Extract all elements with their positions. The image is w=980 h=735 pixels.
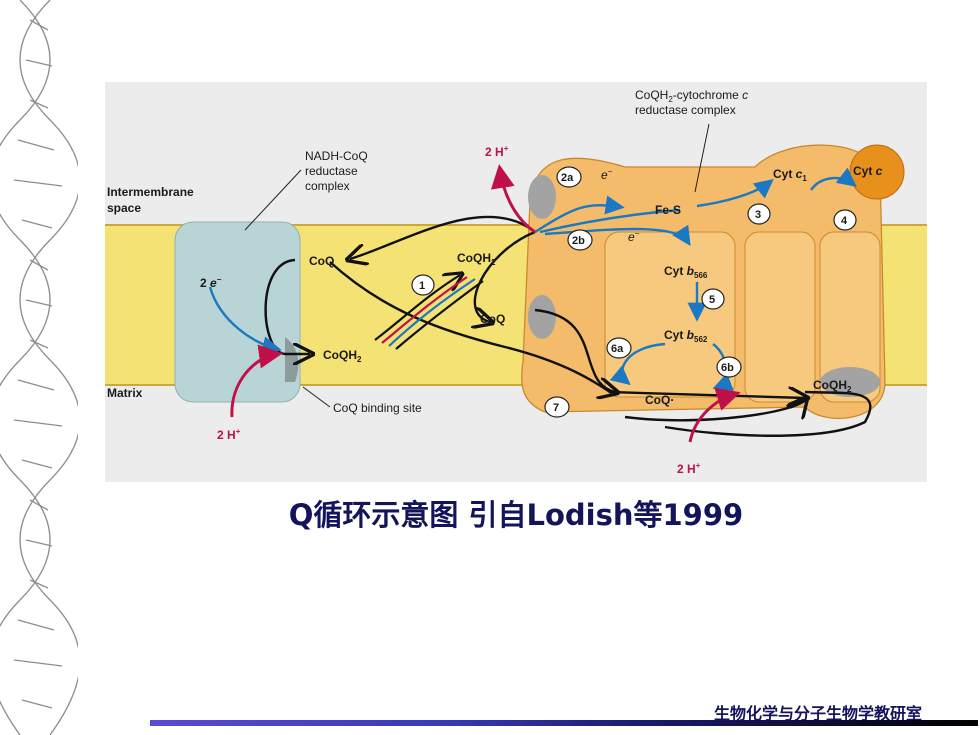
protons-top-label: 2 H+ <box>485 144 509 159</box>
step-5-marker <box>701 288 725 310</box>
protons-bottom-label: 2 H+ <box>677 461 701 476</box>
figure-caption: Q循环示意图 引自Lodish等1999 <box>288 498 744 532</box>
protons-left-label: 2 H+ <box>217 427 241 442</box>
matrix-label: Matrix <box>107 386 143 400</box>
step-7-label: 7 <box>553 402 559 414</box>
step-2b-label: 2b <box>572 235 585 247</box>
coqh2-label-a: CoQH2 <box>457 251 496 267</box>
step-2b-marker <box>567 229 593 251</box>
coq-semiquinone-label: CoQ· <box>645 393 674 407</box>
coqh2-label-b: CoQH2 <box>323 348 362 364</box>
intermembrane-label: Intermembrane <box>107 185 194 199</box>
cyt-c-label: Cyt c <box>853 164 883 178</box>
step-6a-label: 6a <box>611 343 624 355</box>
electron-2a-label: e− <box>601 167 613 182</box>
step-4-label: 4 <box>841 215 848 227</box>
step-1-label: 1 <box>419 280 425 292</box>
coq-binding-site <box>285 337 299 382</box>
coq-label-b: CoQ <box>480 312 505 326</box>
department-footer: 生物化学与分子生物学教研室 <box>713 704 922 723</box>
step-7-marker <box>544 396 570 418</box>
step-1-marker <box>411 274 435 296</box>
step-3-marker <box>747 203 771 225</box>
coq-label-a: CoQ <box>309 254 334 268</box>
step-2a-label: 2a <box>561 172 574 184</box>
q-cycle-diagram: 1 2a 2b 3 4 5 6a 6b 7 Intermembrane spac… <box>105 82 927 482</box>
step-6b-marker <box>716 356 742 378</box>
footer-gradient-bar <box>150 720 978 726</box>
complex-iii-label-2: reductase complex <box>635 103 736 117</box>
dna-helix-decoration <box>0 0 78 735</box>
nadh-label-3: complex <box>305 179 350 193</box>
step-2a-marker <box>556 166 582 188</box>
nadh-label-1: NADH-CoQ <box>305 149 368 163</box>
cyt-c1-label: Cyt c1 <box>773 167 807 183</box>
cyt-b562-label: Cyt b562 <box>664 328 708 344</box>
step-6a-marker <box>606 337 632 359</box>
binding-site-label: CoQ binding site <box>333 401 422 415</box>
complex-iii-label-1: CoQH2-cytochrome c <box>635 88 748 104</box>
coqh2-label-c: CoQH2 <box>813 378 852 394</box>
electron-2b-label: e− <box>628 229 640 244</box>
space-label: space <box>107 201 141 215</box>
cyt-b566-label: Cyt b566 <box>664 264 708 280</box>
two-electrons-label: 2 e− <box>200 275 222 290</box>
step-3-label: 3 <box>755 209 761 221</box>
fe-s-label: Fe-S <box>655 203 681 217</box>
nadh-coq-reductase-complex <box>174 221 301 403</box>
step-6b-label: 6b <box>721 362 734 374</box>
step-5-label: 5 <box>709 294 715 306</box>
nadh-label-2: reductase <box>305 164 358 178</box>
step-4-marker <box>833 209 857 231</box>
